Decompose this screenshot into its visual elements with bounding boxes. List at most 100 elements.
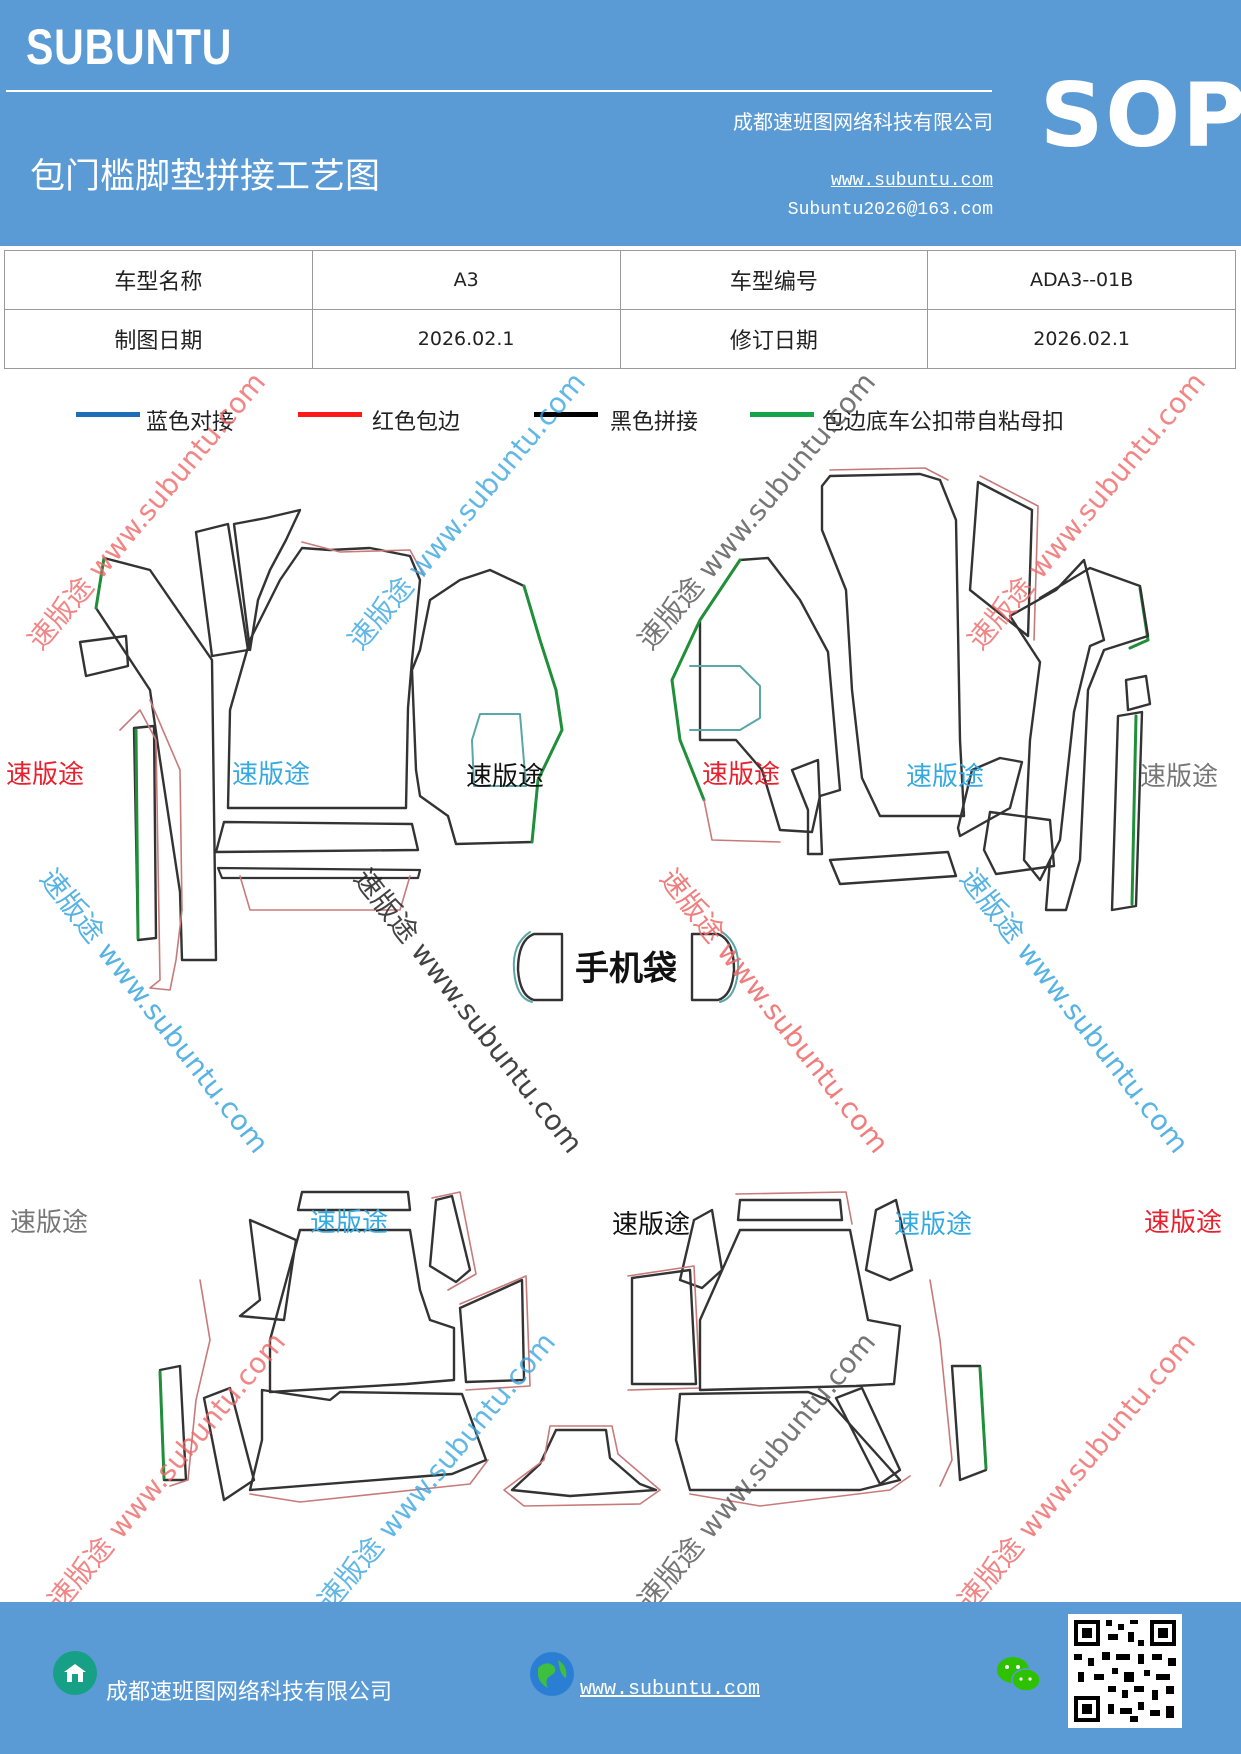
watermark-brand: 速版途 — [906, 762, 985, 792]
legend-swatch-black — [534, 412, 598, 417]
watermark-brand: 速版途 — [6, 760, 85, 790]
watermark-brand: 速版途 — [702, 760, 781, 790]
legend-label-blue: 蓝色对接 — [146, 410, 235, 435]
pattern-piece — [630, 1268, 698, 1386]
legend-swatch-green — [750, 412, 814, 417]
footer-website-link[interactable]: www.subuntu.com — [580, 1678, 761, 1701]
pattern-edge-green — [522, 584, 564, 844]
pattern-edge-red — [459, 1275, 531, 1391]
pattern-piece — [248, 1388, 488, 1492]
pattern-edge-red — [979, 475, 1039, 641]
pattern-edge-green — [670, 558, 742, 802]
footer-banner: 成都速班图网络科技有限公司 www.subuntu.com — [0, 1602, 1241, 1754]
pattern-edge-red — [169, 1279, 211, 1487]
watermark-brand: 速版途 — [1144, 1208, 1223, 1238]
pattern-piece — [238, 1218, 298, 1322]
pattern-edge-red — [249, 1459, 489, 1503]
watermark-brand: 速版途 — [10, 1208, 89, 1238]
wechat-icon[interactable] — [996, 1654, 1042, 1696]
model-name-label: 车型名称 — [4, 250, 313, 310]
pattern-piece — [864, 1198, 914, 1282]
phone-bag-piece-right — [690, 932, 736, 1002]
header-website-link[interactable]: www.subuntu.com — [830, 171, 993, 191]
table-row: 制图日期 2026.02.1 修订日期 2026.02.1 — [4, 309, 1236, 369]
model-name-value: A3 — [311, 250, 621, 310]
pattern-piece — [698, 1228, 902, 1392]
pattern-piece — [828, 850, 958, 886]
pattern-group-bottom-right — [627, 1191, 988, 1507]
legend-swatch-blue — [76, 412, 140, 417]
table-row: 车型名称 A3 车型编号 ADA3--01B — [4, 250, 1236, 310]
pattern-piece — [216, 866, 422, 880]
pattern-piece — [296, 1190, 412, 1212]
pattern-group-bottom-left — [158, 1190, 531, 1503]
globe-icon — [530, 1652, 574, 1696]
pattern-edge-red — [735, 1191, 853, 1225]
header-banner: SUBUNTU 成都速班图网络科技有限公司 包门槛脚垫拼接工艺图 www.sub… — [0, 0, 1241, 246]
header-divider — [6, 90, 992, 92]
pattern-edge-red — [929, 1279, 953, 1487]
pattern-edge-red — [627, 1265, 701, 1391]
pattern-edge-green — [94, 556, 106, 610]
pattern-piece — [820, 472, 966, 818]
phone-bag-edge-right — [719, 931, 740, 1003]
watermark-brand: 速版途 — [466, 762, 545, 792]
pattern-edge-green — [158, 1370, 166, 1480]
watermark-brand: 速版途 — [894, 1210, 973, 1240]
watermark-brand: 速版途 — [232, 760, 311, 790]
pattern-piece — [956, 756, 1024, 838]
pattern-group-top-left — [78, 508, 564, 991]
pattern-piece — [834, 1386, 902, 1486]
pattern-piece — [226, 546, 422, 810]
pattern-group-bottom-center — [503, 1425, 661, 1507]
pattern-piece — [232, 508, 302, 652]
revise-date-value: 2026.02.1 — [927, 309, 1236, 369]
pattern-edge-red — [703, 799, 781, 843]
model-code-value: ADA3--01B — [927, 250, 1236, 310]
pattern-piece — [78, 634, 130, 678]
pattern-piece — [1008, 558, 1106, 882]
qr-code — [1068, 1614, 1182, 1728]
pattern-edge-teal — [471, 713, 527, 787]
pattern-piece — [1110, 710, 1144, 912]
pattern-edge-green — [134, 728, 140, 940]
pattern-edge-red — [301, 541, 425, 577]
pattern-group-top-right — [670, 467, 1152, 912]
pattern-piece — [736, 1198, 844, 1222]
pattern-piece — [214, 820, 420, 854]
pattern-edge-green — [1130, 714, 1138, 906]
pattern-piece — [268, 1228, 456, 1394]
pattern-piece — [1124, 674, 1152, 712]
pattern-piece — [1038, 566, 1150, 912]
pattern-piece — [510, 1428, 658, 1498]
pattern-piece — [428, 1194, 472, 1284]
pattern-edge-red — [829, 467, 949, 481]
pattern-edge-red — [239, 875, 411, 911]
draw-date-label: 制图日期 — [4, 309, 313, 369]
pattern-piece — [194, 522, 250, 658]
pattern-edge-teal — [689, 665, 761, 731]
legend-label-green: 包边底车公扣带自粘母扣 — [822, 410, 1065, 435]
pattern-edge-red — [689, 1475, 911, 1507]
pattern-piece — [410, 568, 564, 846]
phone-bag-label: 手机袋 — [575, 949, 677, 989]
legend-label-red: 红色包边 — [372, 410, 461, 435]
revise-date-label: 修订日期 — [619, 309, 929, 369]
pattern-piece — [982, 810, 1056, 876]
pattern-edge-red — [119, 699, 183, 991]
pattern-piece — [790, 758, 824, 856]
pattern-piece — [94, 556, 218, 962]
document-title: 包门槛脚垫拼接工艺图 — [30, 157, 381, 197]
legend-label-black: 黑色拼接 — [610, 410, 699, 435]
phone-bag-piece-left — [516, 932, 564, 1002]
watermark-brand: 速版途 — [1140, 762, 1219, 792]
watermark-brand: 速版途 — [612, 1210, 691, 1240]
header-email: Subuntu2026@163.com — [787, 200, 993, 220]
mat-pattern-drawing: 手机袋 — [78, 467, 1152, 1507]
pattern-piece — [458, 1278, 526, 1384]
legend-swatch-red — [298, 412, 362, 417]
pattern-piece — [968, 480, 1034, 638]
sop-badge: SOP — [1040, 64, 1241, 167]
legend: 蓝色对接 红色包边 黑色拼接 包边底车公扣带自粘母扣 — [0, 400, 1241, 440]
header-company: 成都速班图网络科技有限公司 — [733, 110, 993, 134]
